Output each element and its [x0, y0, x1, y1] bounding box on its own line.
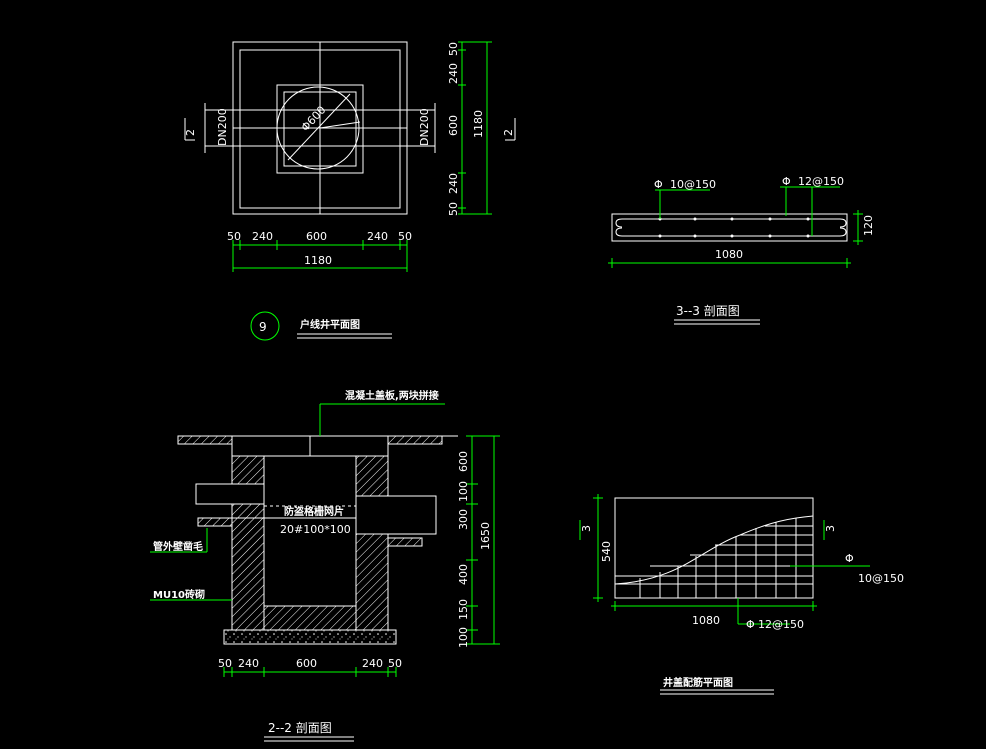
section33-rebar-a: 10@150: [670, 178, 716, 191]
plan-dim-b-0: 50: [227, 230, 241, 243]
lidplan-mark-left: 3: [580, 525, 593, 532]
plan-bottom-dimension: [232, 240, 408, 272]
section33-rebar-dots: [658, 217, 810, 238]
lidplan-drawing: [614, 497, 814, 599]
plan-dim-r-2: 600: [447, 115, 460, 136]
section33-width: 1080: [715, 248, 743, 261]
lidplan-height: 540: [600, 541, 613, 562]
section22-dim-r-1: 100: [457, 481, 470, 502]
section22-drawing: [177, 435, 458, 645]
section22-dim-r-2: 300: [457, 509, 470, 530]
lidplan-rebar-b: 12@150: [758, 618, 804, 631]
lidplan-leaders: [579, 494, 870, 625]
plan-title: 户线井平面图: [299, 318, 360, 331]
lidplan-width: 1080: [692, 614, 720, 627]
plan-title-symbol-circle: [250, 311, 280, 341]
plan-manhole-circle: [276, 86, 360, 170]
plan-right-dimension: [458, 41, 492, 215]
section22-outlet-pipe: [355, 495, 437, 535]
section22-note-grille-spec: 20#100*100: [280, 523, 351, 536]
plan-dim-r-4: 50: [447, 202, 460, 216]
lidplan-rebar-b-symbol: Φ: [746, 618, 755, 631]
plan-dim-r-0: 50: [447, 42, 460, 56]
section22-dim-r-0: 600: [457, 451, 470, 472]
section22-note-brick: MU10砖砌: [153, 588, 205, 601]
lidplan-title: 井盖配筋平面图: [663, 676, 733, 689]
lidplan-rebar-a-symbol: Φ: [845, 552, 854, 565]
plan-dim-b-4: 50: [398, 230, 412, 243]
section22-title: 2--2 剖面图: [268, 721, 332, 735]
plan-dim-b-1: 240: [252, 230, 273, 243]
section33-rebar-b-symbol: Φ: [782, 175, 791, 188]
plan-pipe-left-label: DN200: [216, 108, 229, 146]
section22-dim-b-3: 240: [362, 657, 383, 670]
section22-dim-b-1: 240: [238, 657, 259, 670]
plan-title-symbol: 9: [259, 320, 267, 334]
section33-height: 120: [862, 215, 875, 236]
plan-section-mark-right: 2: [502, 129, 515, 136]
plan-circle-label: Φ600: [299, 103, 329, 134]
section22-dim-b-0: 50: [218, 657, 232, 670]
section22-inlet-pipe: [195, 483, 265, 505]
section22-note-plaster: 管外壁凿毛: [153, 540, 203, 553]
section33-rebar-a-symbol: Φ: [654, 178, 663, 191]
section22-dim-r-3: 400: [457, 564, 470, 585]
plan-dim-b-total: 1180: [304, 254, 332, 267]
section22-foundation: [223, 629, 397, 645]
plan-dim-r-3: 240: [447, 173, 460, 194]
plan-view: [184, 41, 516, 215]
lidplan-rebar-a: 10@150: [858, 572, 904, 585]
section22-dim-r-total: 1650: [479, 522, 492, 550]
section22-note-cover: 混凝土盖板,两块拼接: [345, 389, 439, 402]
section22-dim-r-5: 100: [457, 627, 470, 648]
lidplan-mark-right: 3: [824, 525, 837, 532]
plan-dim-b-3: 240: [367, 230, 388, 243]
section22-note-grille: 防盗格栅网片: [284, 505, 344, 518]
plan-dim-r-total: 1180: [472, 110, 485, 138]
section33-title: 3--3 剖面图: [676, 304, 740, 318]
section22-dim-b-4: 50: [388, 657, 402, 670]
section33-leaders: [608, 186, 863, 268]
section22-dim-b-2: 600: [296, 657, 317, 670]
section22-leaders: [150, 403, 500, 677]
plan-section-mark-left: 2: [184, 129, 197, 136]
section22-dim-r-4: 150: [457, 599, 470, 620]
plan-pipe-right-label: DN200: [418, 108, 431, 146]
section33-rebar-b: 12@150: [798, 175, 844, 188]
plan-dim-b-2: 600: [306, 230, 327, 243]
plan-dim-r-1: 240: [447, 63, 460, 84]
